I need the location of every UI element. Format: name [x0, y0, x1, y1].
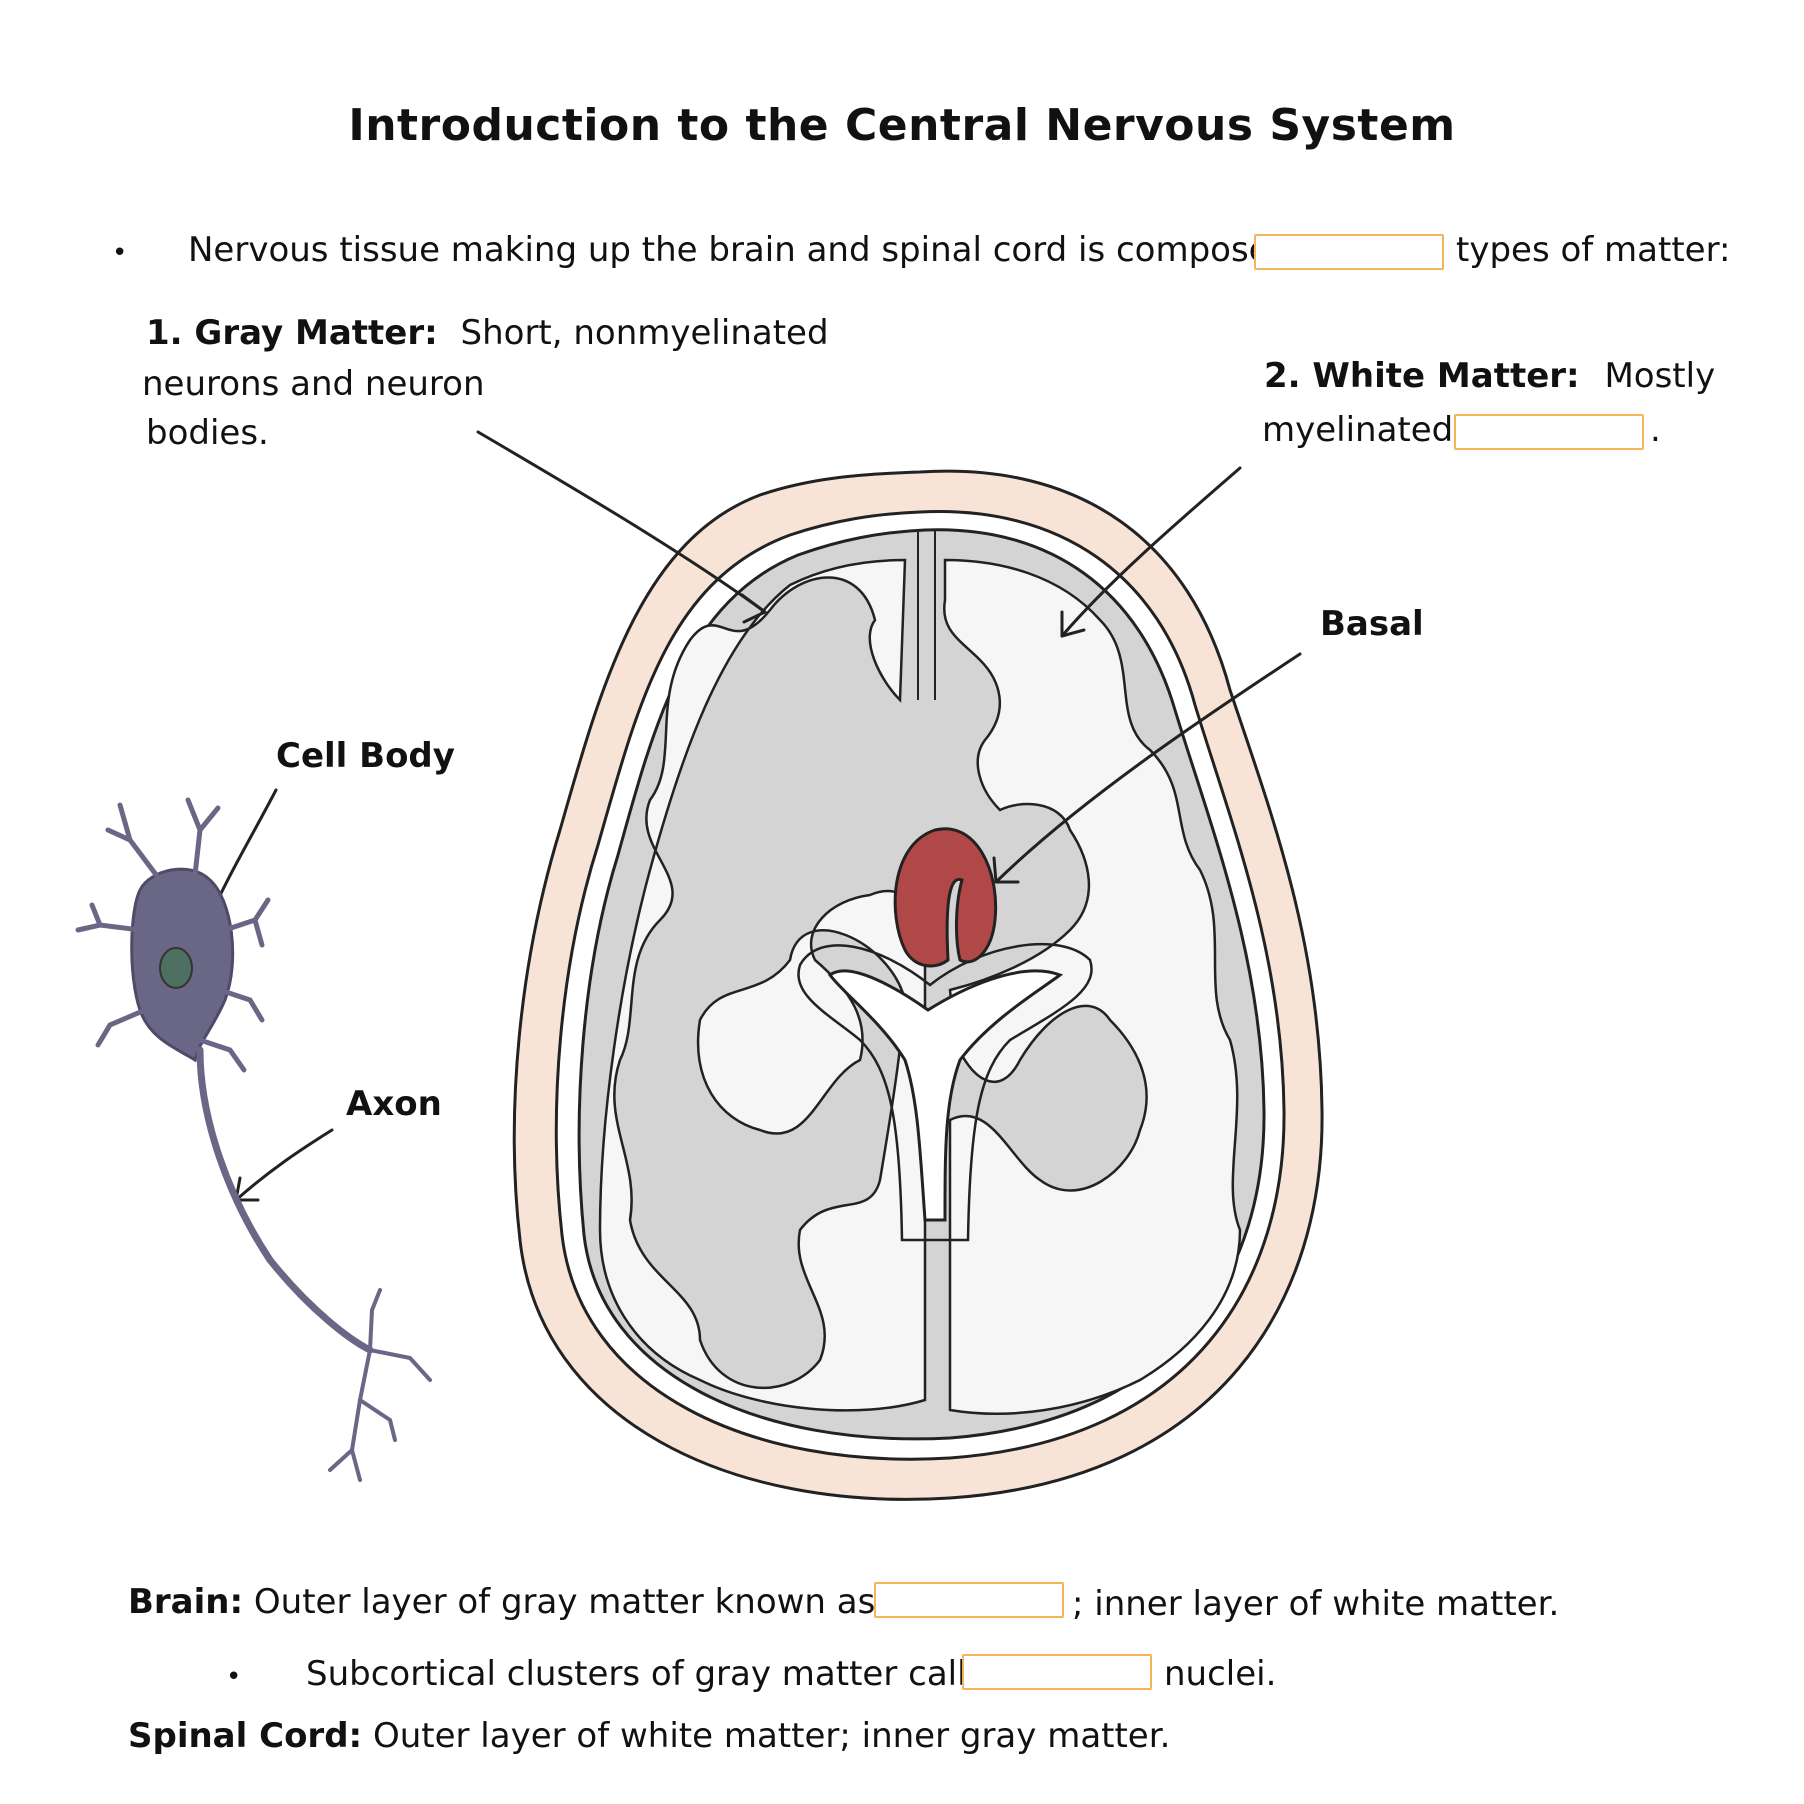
matter-count-blank[interactable]	[1254, 234, 1444, 270]
intro-text-after: types of matter:	[1456, 230, 1731, 270]
subcortical-bullet: •	[226, 1662, 242, 1692]
white-matter-arrowhead	[1060, 610, 1086, 638]
brain-note-label: Brain:	[128, 1582, 244, 1622]
white-matter-heading: 2. White Matter: Mostly	[1264, 356, 1715, 396]
neuron-nucleus	[159, 947, 193, 989]
basal-nuclei-blank[interactable]	[962, 1654, 1152, 1690]
white-matter-blank[interactable]	[1454, 414, 1644, 450]
arrows	[194, 430, 1302, 1202]
gray-matter-arrow	[476, 430, 767, 614]
brain-note: Brain: Outer layer of gray matter known …	[128, 1582, 942, 1622]
white-matter-right	[942, 558, 1242, 1415]
white-matter-arrow	[1060, 466, 1242, 638]
white-matter-period: .	[1650, 410, 1661, 450]
basal-arrowhead	[992, 856, 1020, 884]
spinal-note-text: Outer layer of white matter; inner gray …	[372, 1716, 1171, 1756]
white-matter-line2: myelinated	[1262, 410, 1454, 450]
brain-note-after: ; inner layer of white matter.	[1072, 1584, 1560, 1624]
ventricles	[827, 969, 1064, 1222]
white-matter-label: 2. White Matter:	[1264, 356, 1580, 396]
gray-matter-heading: 1. Gray Matter: Short, nonmyelinated	[146, 313, 829, 353]
axon	[196, 1046, 374, 1354]
ventricle-wall	[797, 942, 1093, 1242]
white-matter-left	[598, 558, 927, 1412]
subcortical-after: nuclei.	[1164, 1654, 1277, 1694]
longitudinal-fissure	[917, 530, 936, 700]
spinal-note: Spinal Cord: Outer layer of white matter…	[128, 1716, 1170, 1756]
intro-bullet: •	[112, 238, 128, 268]
intro-text: Nervous tissue making up the brain and s…	[188, 230, 1335, 270]
gray-matter-line2: neurons and neuron	[142, 364, 485, 404]
cell-body-label: Cell Body	[276, 736, 455, 776]
brain-note-text: Outer layer of gray matter known as the	[253, 1582, 942, 1622]
subcortical-text: Subcortical clusters of gray matter call…	[306, 1654, 1010, 1694]
gray-matter-line1: Short, nonmyelinated	[460, 313, 829, 353]
basal-label: Basal	[1320, 604, 1424, 644]
axon-label: Axon	[346, 1084, 442, 1124]
axon-arrow	[234, 1128, 334, 1202]
cortex-blank[interactable]	[874, 1582, 1064, 1618]
basal-arrow	[994, 652, 1302, 884]
spinal-note-label: Spinal Cord:	[128, 1716, 363, 1756]
white-matter-line1: Mostly	[1604, 356, 1716, 396]
gray-matter-line3: bodies.	[146, 413, 269, 453]
page-title: Introduction to the Central Nervous Syst…	[348, 100, 1456, 151]
gray-matter-label: 1. Gray Matter:	[146, 313, 438, 353]
basal-nuclei	[893, 827, 998, 968]
neuron	[75, 797, 432, 1482]
dendrites	[75, 797, 271, 1073]
gray-matter-arrowhead	[740, 593, 767, 624]
axon-terminals	[328, 1288, 432, 1482]
